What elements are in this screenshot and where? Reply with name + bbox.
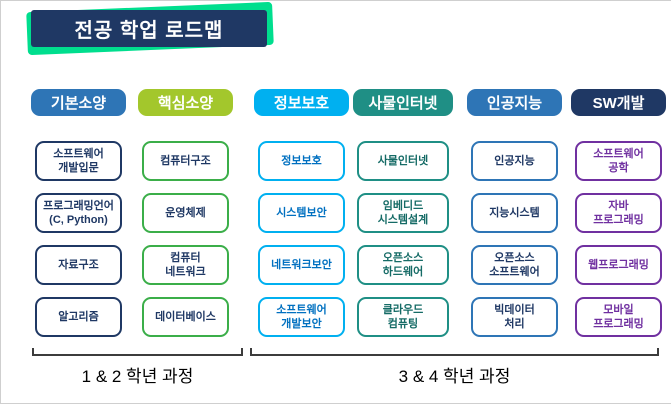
column-header: 사물인터넷 — [353, 89, 453, 116]
course-item: 지능시스템 — [471, 193, 558, 233]
column-core-literacy: 핵심소양 컴퓨터구조 운영체제 컴퓨터 네트워크 데이터베이스 — [138, 89, 233, 349]
course-item: 오픈소스 하드웨어 — [357, 245, 449, 285]
column-basic-literacy: 기본소양 소프트웨어 개발입문 프로그래밍언어 (C, Python) 자료구조… — [31, 89, 126, 349]
course-item: 웹프로그래밍 — [575, 245, 662, 285]
course-label: 데이터베이스 — [155, 310, 216, 323]
course-label: 컴퓨터구조 — [160, 154, 211, 167]
course-label: 오픈소스 하드웨어 — [382, 251, 424, 278]
course-label: 모바일 프로그래밍 — [593, 303, 644, 330]
course-item: 오픈소스 소프트웨어 — [471, 245, 558, 285]
column-sw-dev: SW개발 소프트웨어 공학 자바 프로그래밍 웹프로그래밍 모바일 프로그래밍 — [571, 89, 666, 349]
page-title: 전공 학업 로드맵 — [31, 10, 267, 47]
course-label: 오픈소스 소프트웨어 — [489, 251, 540, 278]
course-item: 운영체제 — [142, 193, 229, 233]
course-label: 알고리즘 — [58, 310, 99, 323]
course-item: 시스템보안 — [258, 193, 345, 233]
course-item: 정보보호 — [258, 141, 345, 181]
course-item: 프로그래밍언어 (C, Python) — [35, 193, 122, 233]
course-item: 자바 프로그래밍 — [575, 193, 662, 233]
course-item: 인공지능 — [471, 141, 558, 181]
course-label: 시스템보안 — [276, 206, 327, 219]
column-header: 정보보호 — [254, 89, 349, 116]
label-year-3-4: 3 & 4 학년 과정 — [398, 367, 511, 386]
course-label: 지능시스템 — [489, 206, 540, 219]
bracket-year-3-4 — [250, 348, 659, 356]
course-item: 네트워크보안 — [258, 245, 345, 285]
course-item: 모바일 프로그래밍 — [575, 297, 662, 337]
course-label: 정보보호 — [281, 154, 322, 167]
column-header: 인공지능 — [467, 89, 562, 116]
course-item: 자료구조 — [35, 245, 122, 285]
course-item: 소프트웨어 공학 — [575, 141, 662, 181]
course-label: 자료구조 — [58, 258, 99, 271]
course-label: 소프트웨어 공학 — [593, 147, 644, 174]
course-label: 운영체제 — [165, 206, 206, 219]
column-ai: 인공지능 인공지능 지능시스템 오픈소스 소프트웨어 빅데이터 처리 — [467, 89, 562, 349]
course-item: 사물인터넷 — [357, 141, 449, 181]
column-header: 핵심소양 — [138, 89, 233, 116]
label-year-1-2: 1 & 2 학년 과정 — [81, 367, 194, 386]
course-label: 컴퓨터 네트워크 — [165, 251, 206, 278]
course-item: 알고리즘 — [35, 297, 122, 337]
course-label: 프로그래밍언어 (C, Python) — [43, 199, 114, 226]
course-item: 소프트웨어 개발입문 — [35, 141, 122, 181]
course-label: 사물인터넷 — [377, 154, 429, 167]
course-label: 웹프로그래밍 — [588, 258, 649, 271]
course-label: 소프트웨어 개발입문 — [53, 147, 104, 174]
course-item: 컴퓨터 네트워크 — [142, 245, 229, 285]
course-item: 컴퓨터구조 — [142, 141, 229, 181]
course-label: 임베디드 시스템설계 — [377, 199, 429, 226]
course-item: 소프트웨어 개발보안 — [258, 297, 345, 337]
column-header: 기본소양 — [31, 89, 126, 116]
course-label: 빅데이터 처리 — [494, 303, 535, 330]
course-label: 네트워크보안 — [271, 258, 332, 271]
column-info-security: 정보보호 정보보호 시스템보안 네트워크보안 소프트웨어 개발보안 — [254, 89, 349, 349]
course-item: 임베디드 시스템설계 — [357, 193, 449, 233]
course-item: 클라우드 컴퓨팅 — [357, 297, 449, 337]
course-item: 빅데이터 처리 — [471, 297, 558, 337]
course-label: 소프트웨어 개발보안 — [276, 303, 327, 330]
course-item: 데이터베이스 — [142, 297, 229, 337]
course-label: 자바 프로그래밍 — [593, 199, 644, 226]
column-iot: 사물인터넷 사물인터넷 임베디드 시스템설계 오픈소스 하드웨어 클라우드 컴퓨… — [353, 89, 453, 349]
title-banner: 전공 학업 로드맵 — [26, 1, 274, 56]
course-label: 클라우드 컴퓨팅 — [382, 303, 424, 330]
course-label: 인공지능 — [494, 154, 535, 167]
bracket-year-1-2 — [32, 348, 243, 356]
column-header: SW개발 — [571, 89, 666, 116]
